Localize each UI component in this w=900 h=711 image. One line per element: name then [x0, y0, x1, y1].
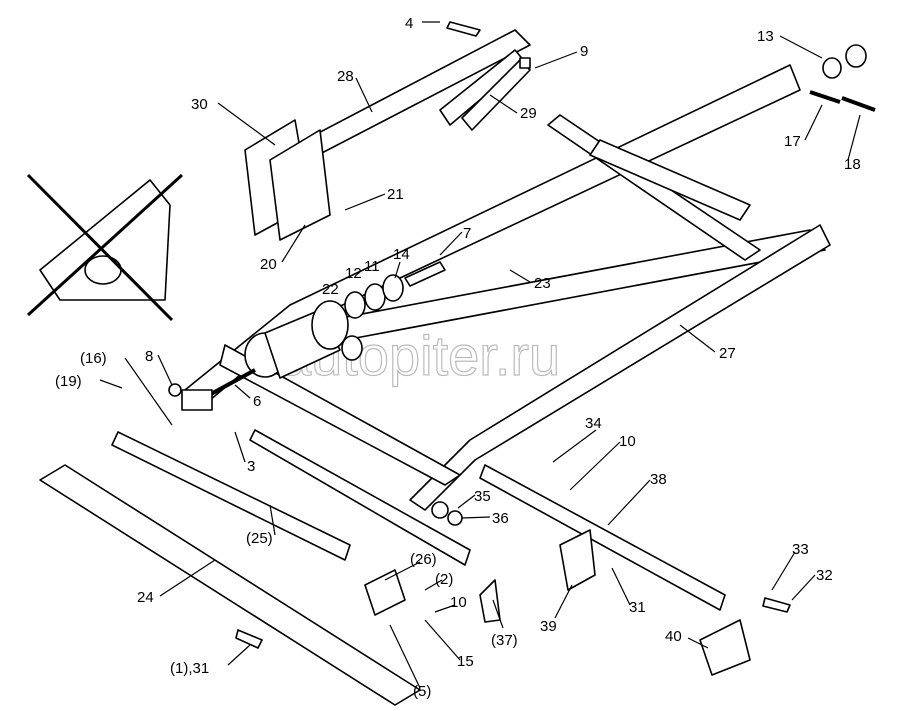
- nut-9: [519, 57, 531, 69]
- callout-23: 23: [534, 275, 551, 292]
- callout-7: 7: [463, 225, 471, 242]
- callout-19: (19): [55, 373, 82, 390]
- callout-31: 31: [629, 599, 646, 616]
- callout-8: 8: [145, 348, 153, 365]
- callout-40: 40: [665, 628, 682, 645]
- callout-10-lower: 10: [450, 594, 467, 611]
- callout-25: (25): [246, 530, 273, 547]
- callout-30: 30: [191, 96, 208, 113]
- callout-10: 10: [619, 433, 636, 450]
- callout-13: 13: [757, 28, 774, 45]
- callout-32: 32: [816, 567, 833, 584]
- callout-28: 28: [337, 68, 354, 85]
- callout-6: 6: [253, 393, 261, 410]
- top-linkage: [244, 21, 876, 241]
- lower-shafts: [39, 429, 791, 706]
- leader-lines: [99, 21, 861, 689]
- callout-3: 3: [247, 458, 255, 475]
- callout-20: 20: [260, 256, 277, 273]
- callout-27: 27: [719, 345, 736, 362]
- callout-24: 24: [137, 589, 154, 606]
- callout-18: 18: [844, 156, 861, 173]
- callout-22: 22: [322, 281, 339, 298]
- callout-16: (16): [80, 350, 107, 367]
- callout-11: 11: [364, 258, 380, 275]
- callout-36: 36: [492, 510, 509, 527]
- callout-5: (5): [413, 683, 431, 700]
- callout-26: (26): [410, 551, 437, 568]
- callout-34: 34: [585, 415, 602, 432]
- callout-29: 29: [520, 105, 537, 122]
- callout-21: 21: [387, 186, 404, 203]
- frame: [184, 64, 831, 511]
- spring-assembly: [168, 261, 446, 411]
- callout-1-31: (1),31: [170, 660, 209, 677]
- callout-14: 14: [393, 246, 410, 263]
- callout-labels: 4 9 13 28 29 30 17 18 21 20 14 7 22 12 1…: [55, 15, 861, 700]
- callout-4: 4: [405, 15, 413, 32]
- crossed-out-part: [26, 173, 184, 322]
- callout-12: 12: [345, 265, 362, 282]
- callout-33: 33: [792, 541, 809, 558]
- callout-9: 9: [580, 43, 588, 60]
- callout-17: 17: [784, 133, 801, 150]
- callout-15: 15: [457, 653, 474, 670]
- callout-39: 39: [540, 618, 557, 635]
- callout-37: (37): [491, 632, 518, 649]
- callout-38: 38: [650, 471, 667, 488]
- callout-35: 35: [474, 488, 491, 505]
- callout-2: (2): [435, 571, 453, 588]
